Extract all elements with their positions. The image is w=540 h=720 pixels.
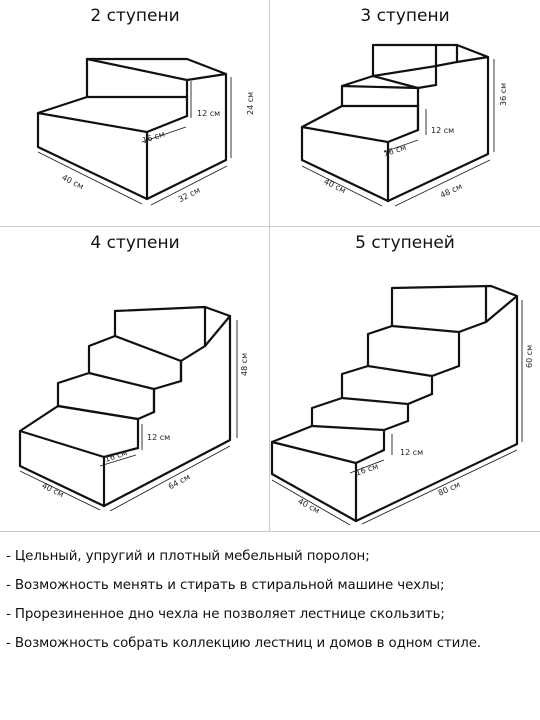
panel-divider-horizontal-top xyxy=(0,226,540,227)
stair-diagram-3-steps: 12 см 36 см 16 см 40 см 48 см xyxy=(300,43,508,207)
dim-step-height: 12 см xyxy=(197,109,220,118)
panel-divider-vertical xyxy=(269,0,270,531)
stair-diagram-5-steps: 12 см 60 см 16 см 40 см 80 см xyxy=(270,284,534,526)
dim-length: 64 см xyxy=(167,472,192,491)
dim-height: 60 см xyxy=(525,345,534,368)
dim-length: 32 см xyxy=(177,186,202,205)
panel-title-5-steps: 5 ступеней xyxy=(355,233,455,253)
dim-depth: 40 см xyxy=(60,173,85,192)
panel-divider-horizontal-bottom xyxy=(0,531,540,532)
dim-step-height: 12 см xyxy=(400,448,423,457)
dim-length: 48 см xyxy=(439,182,464,200)
panel-title-3-steps: 3 ступени xyxy=(360,6,450,26)
feature-item: - Возможность менять и стирать в стираль… xyxy=(6,578,445,593)
stair-diagram-4-steps: 12 см 48 см 16 см 40 см 64 см xyxy=(18,305,249,512)
feature-item: - Возможность собрать коллекцию лестниц … xyxy=(6,636,482,651)
dim-height: 48 см xyxy=(240,353,249,376)
dim-step-height: 12 см xyxy=(147,433,170,442)
stair-diagram-2-steps: 12 см 24 см 16 см 40 см 32 см xyxy=(36,57,255,206)
panel-title-2-steps: 2 ступени xyxy=(90,6,180,26)
dim-height: 24 см xyxy=(246,92,255,115)
feature-list: - Цельный, упругий и плотный мебельный п… xyxy=(6,548,536,664)
dim-step-height: 12 см xyxy=(431,126,454,135)
panel-title-4-steps: 4 ступени xyxy=(90,233,180,253)
feature-item: - Прорезиненное дно чехла не позволяет л… xyxy=(6,607,445,622)
feature-item: - Цельный, упругий и плотный мебельный п… xyxy=(6,549,370,564)
dim-height: 36 см xyxy=(499,83,508,106)
